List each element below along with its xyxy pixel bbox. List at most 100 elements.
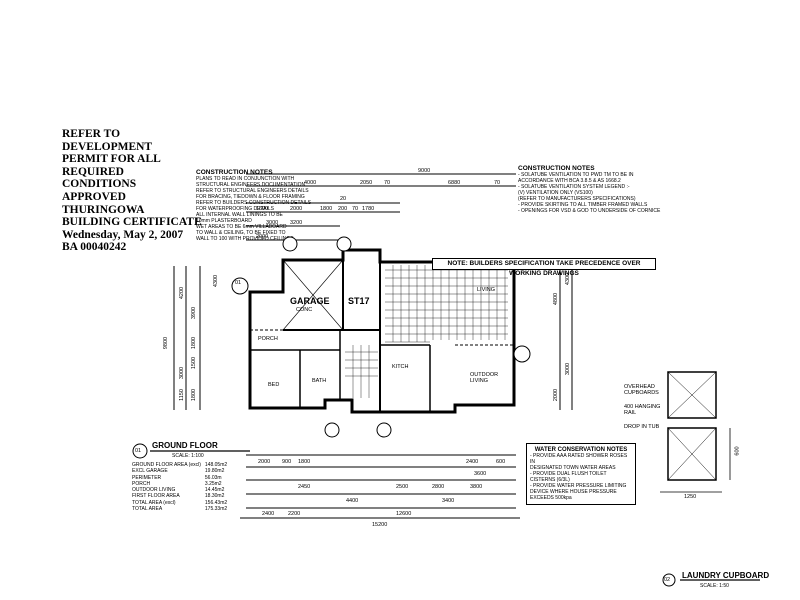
ground-floor-title: GROUND FLOOR (152, 441, 218, 450)
builders-spec-note: NOTE: BUILDERS SPECIFICATION TAKE PRECED… (432, 258, 656, 277)
dim-label: 1780 (362, 206, 375, 212)
note-line: TO WALL & CEILING, TO BE FIXED TO (196, 230, 286, 236)
external-walls (248, 248, 516, 414)
stamp-line: DEVELOPMENT (62, 140, 153, 153)
dim-label: 2000 (256, 234, 269, 240)
dim-label: 15200 (372, 522, 388, 528)
notes-title: CONSTRUCTION NOTES (196, 169, 273, 176)
dim-label: 9000 (418, 168, 431, 174)
dim-label: 2450 (298, 484, 311, 490)
dim-label: 4800 (553, 292, 560, 306)
room-label-porch: PORCH (258, 336, 278, 342)
dim-label: 12600 (396, 511, 412, 517)
note-line: DESIGNATED TOWN WATER AREAS (530, 465, 616, 471)
dim-label: 6880 (448, 180, 461, 186)
area-row: TOTAL AREA (excl)156.43m2 (132, 499, 228, 506)
room-label-outdoor: OUTDOOR LIVING (470, 372, 499, 384)
dim-label: 2000 (258, 459, 271, 465)
dim-label: 2800 (432, 484, 445, 490)
construction-notes-left: CONSTRUCTION NOTES PLANS TO READ IN CONJ… (196, 169, 311, 242)
dim-label: 3800 (470, 484, 483, 490)
section-marker-c2 (282, 236, 298, 252)
note-line: PLANS TO READ IN CONJUNCTION WITH (196, 176, 295, 182)
room-label-living: LIVING (477, 287, 496, 293)
note-line: - PROVIDE WATER PRESSURE LIMITING (530, 483, 627, 489)
note-line: (V) VENTILATION ONLY (VS100) (518, 190, 593, 196)
dim-label: 600 (496, 459, 506, 465)
note-line: - PROVIDE AAA RATED SHOWER ROSES IN (530, 453, 628, 465)
stamp-date: Wednesday, May 2, 2007 (62, 228, 184, 241)
garage-diagonal (282, 259, 344, 331)
dim-label: 1800 (320, 206, 333, 212)
note-line: - SOLATUBE VENTILATION SYSTEM LEGEND :- (518, 184, 630, 190)
stamp-line: BUILDING CERTIFICATE (62, 216, 202, 229)
notes-title: CONSTRUCTION NOTES (518, 165, 595, 172)
dim-label: 2000 (553, 388, 560, 402)
note-line: ALL INTERNAL WALL LININGS TO BE (196, 212, 283, 218)
laundry-marker (662, 573, 676, 587)
laundry-label: 400 HANGING RAIL (624, 404, 661, 416)
room-label-garage-sub: CONC (296, 307, 313, 313)
laundry-title: LAUNDRY CUPBOARD (682, 571, 770, 580)
section-marker-03 (513, 345, 531, 363)
dim-label: 2400 (466, 459, 479, 465)
note-line: (REFER TO MANUFACTURERS SPECIFICATIONS) (518, 196, 636, 202)
room-label-garage: GARAGE (290, 296, 330, 306)
dim-label: 2200 (288, 511, 301, 517)
dim-label: 4000 (304, 180, 317, 186)
dim-label: 3000 (179, 366, 186, 380)
dim-label: 2500 (396, 484, 409, 490)
stamp-line: CONDITIONS (62, 178, 137, 191)
dim-label: 900 (282, 459, 292, 465)
note-line: - SOLATUBE VENTILATION TO PWD TM TO BE I… (518, 172, 634, 178)
note-line: - PROVIDE SKIRTING TO ALL TIMBER FRAMED … (518, 202, 648, 208)
dim-label: 9800 (163, 336, 170, 350)
laundry-detail (660, 371, 731, 493)
room-label-bath: BATH (312, 378, 327, 384)
construction-notes-right: CONSTRUCTION NOTES - SOLATUBE VENTILATIO… (518, 165, 661, 214)
dim-label: 4200 (179, 286, 186, 300)
area-row: GROUND FLOOR AREA (excl)148.05m2 (132, 462, 228, 468)
ground-floor-marker (132, 443, 148, 459)
marker-label: 01 (235, 280, 242, 286)
note-line: CISTERNS (6/3L) (530, 477, 570, 483)
laundry-dim: 600 (734, 446, 741, 456)
stamp-line: REQUIRED (62, 165, 124, 178)
dim-label: 3000 (565, 362, 572, 376)
stamp-line: THURINGOWA (62, 203, 145, 216)
section-marker-04 (376, 422, 392, 438)
dim-label: 3400 (442, 498, 455, 504)
water-conservation-notes: WATER CONSERVATION NOTES - PROVIDE AAA R… (526, 443, 636, 505)
note-line: EXCEEDS 500kpa (530, 495, 572, 501)
note-line: STRUCTURAL ENGINEERS DOCUMENTATION (196, 182, 306, 188)
note-line: FOR WATERPROOFING DETAILS (196, 206, 274, 212)
stamp-line: PERMIT FOR ALL (62, 153, 161, 166)
room-label-kitchen: KITCH (392, 364, 409, 370)
water-notes-title: WATER CONSERVATION NOTES (534, 447, 628, 453)
dim-label: 4400 (346, 498, 359, 504)
area-schedule: GROUND FLOOR AREA (excl)148.05m2 EXCL GA… (132, 462, 231, 512)
dim-label: 70 (384, 180, 391, 186)
note-line: WALL TO 100 WITH PROVIDED CEILINGS (196, 236, 294, 242)
dim-label: 1600 (256, 206, 269, 212)
stamp-line: REFER TO (62, 128, 121, 140)
section-marker-01 (231, 277, 249, 295)
dim-label: 1800 (191, 388, 198, 402)
approval-stamp: REFER TO DEVELOPMENT PERMIT FOR ALL REQU… (62, 128, 252, 254)
note-line: ACCORDANCE WITH BCA 3.8.5 & AS 1668.2 (518, 178, 621, 184)
stamp-line: APPROVED (62, 190, 126, 203)
dim-label: 2000 (290, 206, 303, 212)
stamp-ba-number: BA 00040242 (62, 241, 127, 254)
dim-label: 3200 (290, 220, 303, 226)
dim-label: 70 (494, 180, 501, 186)
dim-label: 1150 (178, 389, 185, 401)
note-line: WET AREAS TO BE 6mm VILLABOARD (196, 224, 287, 230)
dim-label: 20 (340, 196, 347, 202)
dim-label: 2400 (262, 511, 275, 517)
dim-label: 2050 (360, 180, 373, 186)
note-line: - OPENINGS FOR VSD & GOD TO UNDERSIDE OF… (518, 208, 661, 214)
